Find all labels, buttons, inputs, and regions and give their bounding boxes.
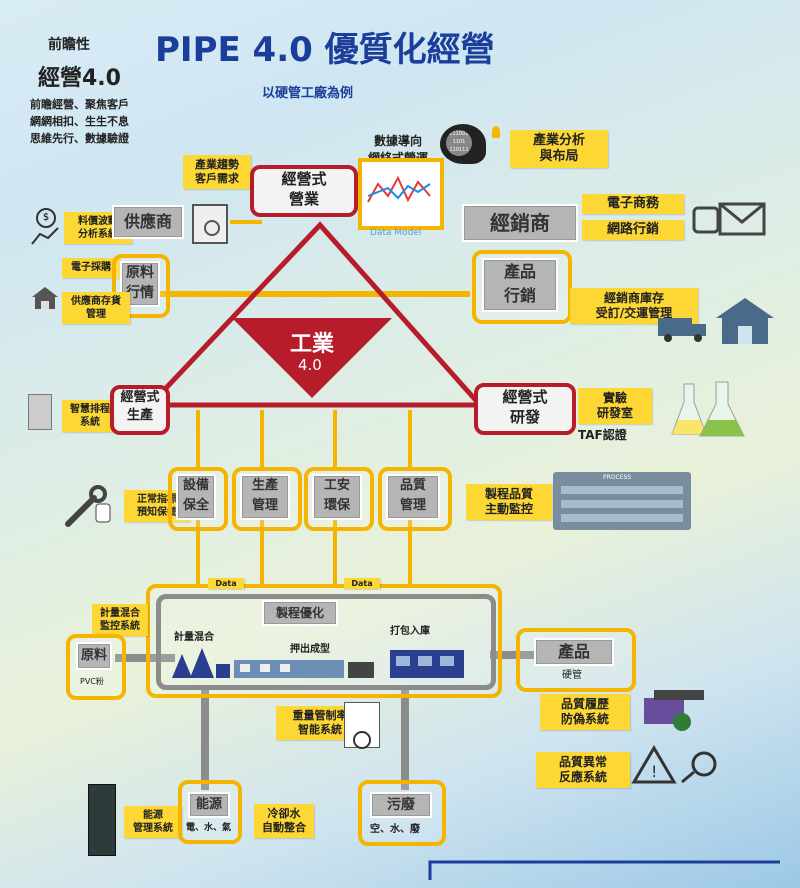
anomaly-note: 品質異常 反應系統 xyxy=(536,752,630,788)
hard-pipe-label: 硬管 xyxy=(562,670,582,681)
side-line2: 經營4.0 xyxy=(38,66,121,91)
production-box: 經營式 生產 xyxy=(110,385,170,435)
panel-icon xyxy=(88,784,116,856)
factory-icon xyxy=(168,640,468,678)
cooling-note: 冷卻水 自動整合 xyxy=(254,804,314,838)
stock-note: 供應商存貨 管理 xyxy=(62,292,130,324)
scheduling-note: 智慧排程 系統 xyxy=(62,400,118,432)
history-note: 品質履歷 防偽系統 xyxy=(540,694,630,730)
safety-box: 工安 環保 xyxy=(312,474,362,520)
raw-box: 原料 xyxy=(76,642,112,670)
production-mgmt-box: 生產 管理 xyxy=(240,474,290,520)
process-frame xyxy=(146,584,502,698)
industry-version: 4.0 xyxy=(298,356,322,374)
trend-note: 產業趨勢 客戶需求 xyxy=(183,155,251,189)
house-icon xyxy=(712,296,776,344)
taf-label: TAF認證 xyxy=(578,428,627,442)
envelope-icon xyxy=(692,200,766,236)
waste-box: 污廢 xyxy=(370,792,432,818)
wrench-icon xyxy=(60,484,112,528)
data-tag-2: Data xyxy=(344,578,380,589)
industry-label: 工業 xyxy=(290,332,335,357)
industry-analysis-note: 產業分析 與布局 xyxy=(510,130,608,168)
chart-monitor-icon xyxy=(358,158,444,230)
svg-text:!: ! xyxy=(651,762,657,781)
warning-search-icon: ! xyxy=(630,744,722,784)
process-pipe-frame xyxy=(156,594,496,690)
flask-icon xyxy=(670,378,758,440)
truck-icon xyxy=(656,316,708,342)
dollar-trend-icon: $ xyxy=(30,208,59,245)
management-box: 經營式 營業 xyxy=(250,165,358,217)
dealer-box: 經銷商 xyxy=(462,204,578,242)
supplier-box: 供應商 xyxy=(112,205,184,239)
quality-note: 製程品質 主動監控 xyxy=(466,484,552,520)
barcode-laptop-icon xyxy=(640,688,706,732)
product-marketing-box: 產品 行銷 xyxy=(482,258,558,312)
mixing-label: 計量混合 xyxy=(174,632,214,643)
rd-box: 經營式 研發 xyxy=(474,383,576,435)
energy-sub-label: 電、水、氣 xyxy=(186,823,232,833)
warehouse-icon xyxy=(30,285,58,309)
purchase-note: 電子採購 xyxy=(62,258,120,278)
lightbulb-icon xyxy=(492,126,500,138)
product-box: 產品 xyxy=(534,638,614,666)
computer-icon xyxy=(28,394,52,430)
energy-box: 能源 xyxy=(188,792,230,818)
network-sales-note: 網路行銷 xyxy=(582,220,684,240)
extrude-label: 押出成型 xyxy=(290,644,330,655)
energy-system-note: 能源 管理系統 xyxy=(124,806,182,838)
waste-sub-label: 空、水、廢 xyxy=(370,824,420,835)
ecommerce-note: 電子商務 xyxy=(582,194,684,214)
raw-market-box: 原料 行情 xyxy=(120,261,160,307)
lab-note: 實驗 研發室 xyxy=(578,388,652,424)
data-model-label: Data Model xyxy=(370,228,422,238)
side-description: 前瞻經營、聚焦客戶 網網相扣、生生不息 思維先行、數據驗證 xyxy=(30,98,129,145)
page-title: PIPE 4.0 優質化經營 xyxy=(155,30,495,70)
scale-icon xyxy=(344,702,380,749)
document-search-icon xyxy=(192,204,228,244)
optimize-box: 製程優化 xyxy=(262,600,338,626)
quality-mgmt-box: 品質 管理 xyxy=(386,474,440,520)
process-screen-icon: PROCESS xyxy=(553,472,691,530)
mix-system-note: 計量混合 監控系統 xyxy=(92,604,148,636)
page-subtitle: 以硬管工廠為例 xyxy=(262,86,354,101)
equipment-box: 設備 保全 xyxy=(176,474,216,520)
packing-label: 打包入庫 xyxy=(390,626,430,637)
pvc-label: PVC粉 xyxy=(80,677,104,686)
data-tag-1: Data xyxy=(208,578,244,589)
side-line1: 前瞻性 xyxy=(48,37,90,53)
